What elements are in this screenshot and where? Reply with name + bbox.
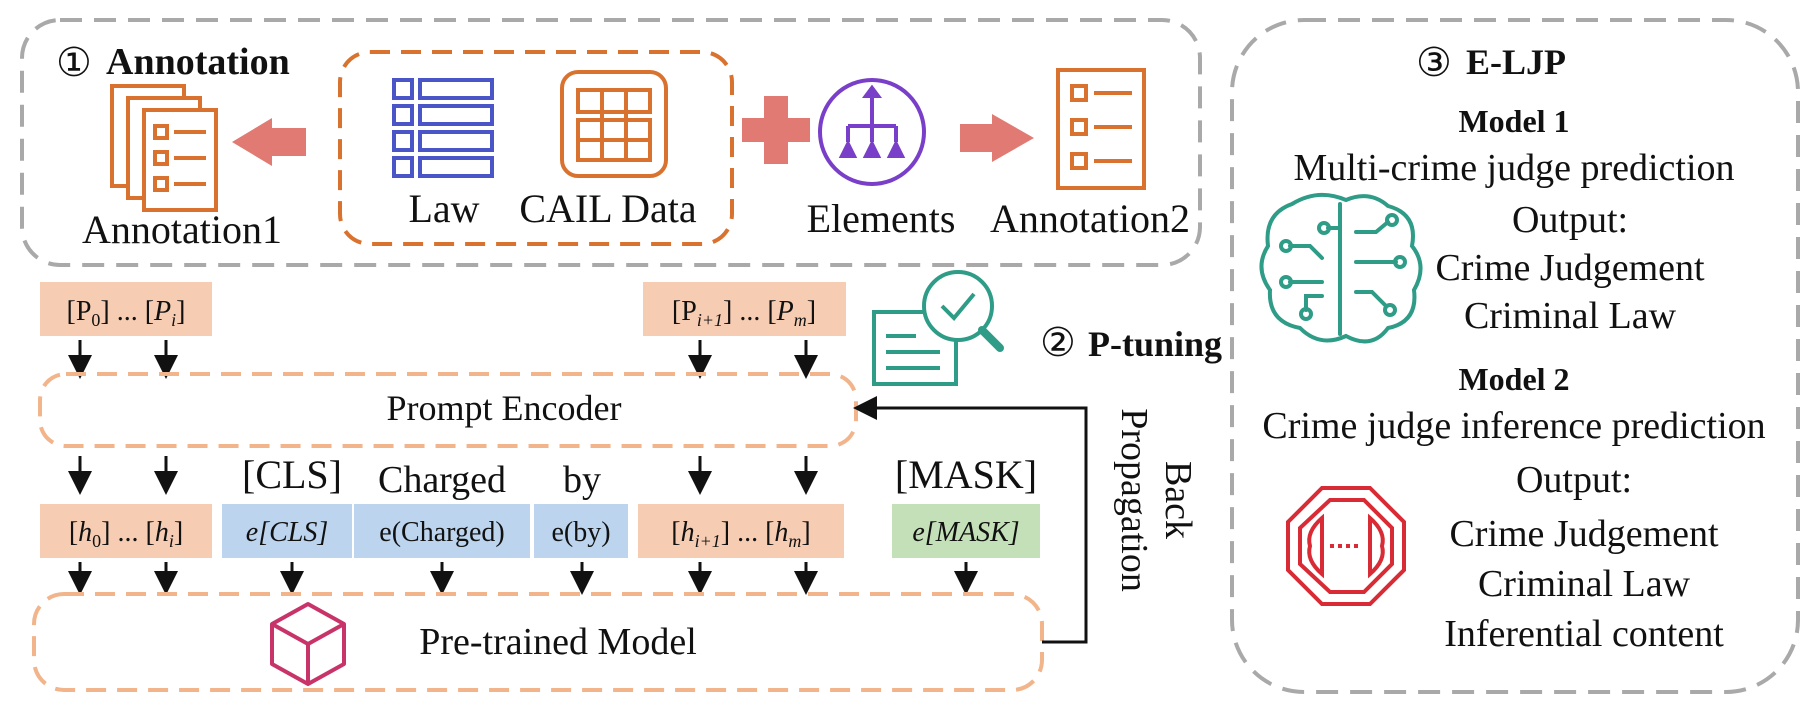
hidden-to-model-arrows (68, 562, 978, 595)
svg-text:Propagation: Propagation (1113, 408, 1155, 592)
document-checklist-icon (1056, 68, 1146, 190)
embedding-by-box (534, 504, 628, 558)
back-propagation-label: Back Propagation (1113, 408, 1199, 592)
word-by: by (563, 459, 601, 501)
eljp-section: ③ E-LJP Model 1 Multi-crime judge predic… (1230, 18, 1800, 694)
elements-label: Elements (807, 196, 956, 241)
word-charged: Charged (378, 459, 506, 501)
source-data-frame (338, 50, 734, 246)
back-propagation-arrow (853, 396, 1088, 644)
pretrained-model-label: Pre-trained Model (419, 621, 697, 663)
svg-text:Back: Back (1157, 461, 1199, 539)
eljp-frame (1230, 18, 1800, 694)
embedding-charged: e(Charged) (379, 517, 504, 548)
word-mask: [MASK] (895, 452, 1037, 497)
ptuning-section-title: P-tuning (1088, 324, 1222, 364)
pretrained-model-box (32, 592, 1044, 692)
plus-icon (742, 96, 810, 164)
annotation1-label: Annotation1 (82, 207, 282, 252)
prompt-token-box-left (40, 282, 212, 336)
ptuning-section-number: ② (1040, 320, 1076, 365)
model1-description: Multi-crime judge prediction (1293, 147, 1734, 189)
model2-output-crime-judgement: Crime Judgement (1449, 513, 1719, 555)
octagon-gate-icon (1286, 486, 1406, 606)
hidden-tokens-left: [h0] ... [hi] (69, 517, 183, 551)
model2-output-inferential-content: Inferential content (1444, 613, 1724, 655)
annotation2-label: Annotation2 (990, 196, 1190, 241)
embedding-charged-box (354, 504, 530, 558)
prompt-encoder-label: Prompt Encoder (387, 388, 622, 428)
document-search-icon (872, 270, 1004, 386)
prompt-tokens-right: [Pi+1] ... [Pm] (672, 296, 816, 330)
model1-title: Model 1 (1458, 103, 1569, 139)
ptuning-section: [P0] ... [Pi] [Pi+1] ... [Pm] Prompt Enc… (32, 270, 1222, 692)
embedding-by: e(by) (551, 517, 610, 548)
stacked-documents-icon (110, 84, 218, 212)
prompt-token-box-right (643, 282, 846, 336)
embedding-mask-box (892, 504, 1040, 558)
annotation-frame (20, 18, 1202, 267)
brain-circuit-icon (1259, 192, 1423, 344)
eljp-section-number: ③ (1416, 40, 1452, 85)
embedding-cls-box (222, 504, 352, 558)
eljp-section-title: E-LJP (1466, 42, 1566, 82)
law-list-icon (392, 78, 494, 178)
law-label: Law (408, 186, 479, 231)
annotation-section: ① Annotation Annotation1 Law (20, 18, 1202, 267)
model1-output-crime-judgement: Crime Judgement (1435, 247, 1705, 289)
arrow-right-icon (960, 114, 1034, 162)
annotation-section-title: Annotation (106, 41, 290, 83)
hidden-tokens-right: [hi+1] ... [hm] (671, 517, 810, 551)
hidden-token-box-right (638, 504, 844, 558)
prompt-to-encoder-arrows (68, 340, 818, 379)
embedding-cls: e[CLS] (246, 517, 328, 548)
data-table-icon (560, 70, 668, 178)
model2-output-criminal-law: Criminal Law (1478, 563, 1691, 605)
model2-description: Crime judge inference prediction (1262, 405, 1765, 447)
annotation-section-number: ① (56, 40, 92, 85)
word-cls: [CLS] (242, 452, 342, 497)
model1-output-title: Output: (1512, 199, 1628, 241)
hierarchy-elements-icon (818, 78, 926, 186)
arrow-left-icon (232, 118, 306, 166)
model1-output-criminal-law: Criminal Law (1464, 295, 1677, 337)
model2-title: Model 2 (1458, 361, 1569, 397)
cail-data-label: CAIL Data (519, 186, 697, 231)
cube-icon (270, 602, 346, 686)
encoder-to-hidden-arrows (68, 456, 818, 495)
model2-output-title: Output: (1516, 459, 1632, 501)
hidden-token-box-left (40, 504, 212, 558)
embedding-mask: e[MASK] (912, 517, 1019, 548)
prompt-tokens-left: [P0] ... [Pi] (66, 296, 185, 330)
